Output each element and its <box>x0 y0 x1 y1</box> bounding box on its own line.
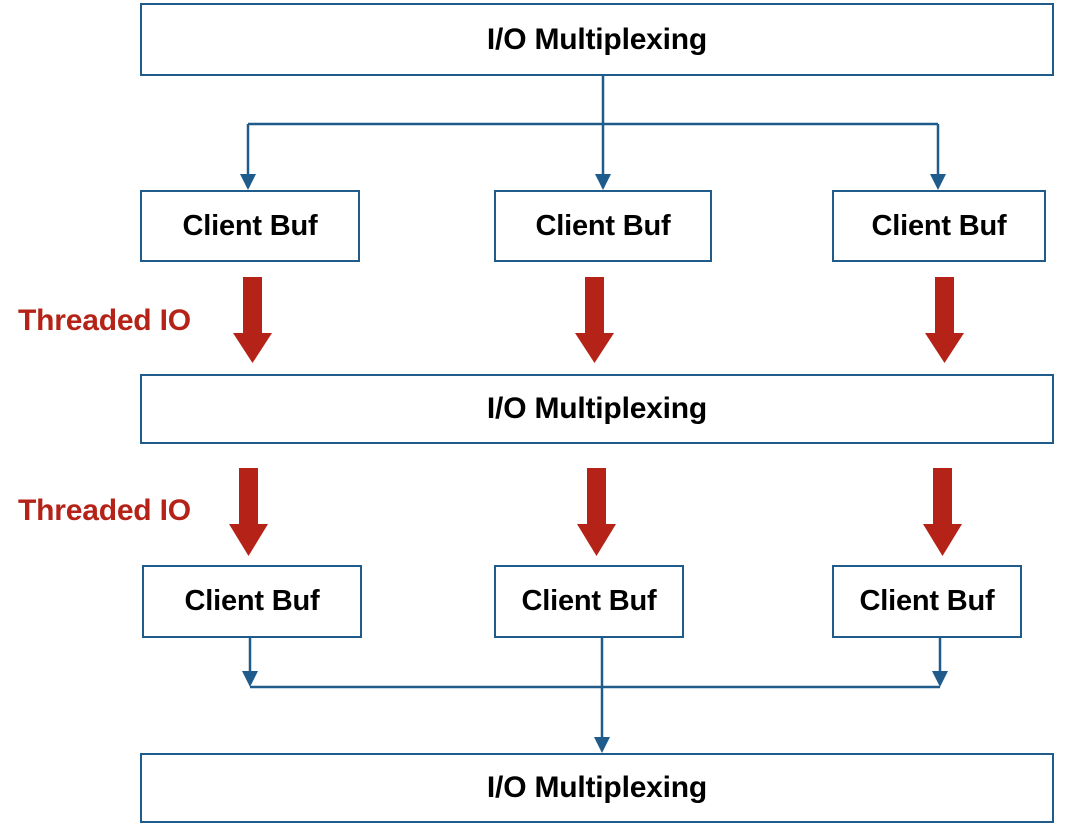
red-arrow-1-left-icon <box>233 277 272 363</box>
node-label: I/O Multiplexing <box>486 22 708 56</box>
node-client-buf-row1-right[interactable]: Client Buf <box>832 190 1046 262</box>
node-label: Client Buf <box>182 209 318 242</box>
label-threaded-io-2: Threaded IO <box>18 494 191 528</box>
node-client-buf-row2-right[interactable]: Client Buf <box>832 565 1022 638</box>
red-arrow-2-middle-icon <box>577 468 616 556</box>
red-arrow-2-left-icon <box>229 468 268 556</box>
fanin-arrowhead-bottom <box>594 737 610 753</box>
red-arrow-1-right-icon <box>925 277 964 363</box>
node-label: Client Buf <box>535 209 671 242</box>
red-arrow-1-middle-icon <box>575 277 614 363</box>
fanout-arrowheads <box>240 174 946 190</box>
label-threaded-io-1: Threaded IO <box>18 304 191 338</box>
fanin-connectors <box>248 638 942 745</box>
red-arrow-2-right-icon <box>923 468 962 556</box>
fanout-connectors <box>246 76 940 188</box>
threaded-io-arrows-row1 <box>233 277 964 363</box>
node-label: Client Buf <box>859 585 995 617</box>
node-label: Client Buf <box>521 585 657 617</box>
node-label: I/O Multiplexing <box>486 771 708 804</box>
threaded-io-arrows-row2 <box>229 468 962 556</box>
fanin-arrowheads <box>242 671 948 753</box>
node-mux-top[interactable]: I/O Multiplexing <box>140 3 1054 76</box>
fanin-arrowhead-right <box>932 671 948 687</box>
node-client-buf-row1-middle[interactable]: Client Buf <box>494 190 712 262</box>
fanout-arrowhead-left <box>240 174 256 190</box>
label-text: Threaded IO <box>18 494 191 527</box>
node-mux-bottom[interactable]: I/O Multiplexing <box>140 753 1054 823</box>
fanin-arrowhead-left <box>242 671 258 687</box>
node-label: Client Buf <box>871 209 1007 242</box>
node-client-buf-row2-middle[interactable]: Client Buf <box>494 565 684 638</box>
fanout-arrowhead-right <box>930 174 946 190</box>
node-label: I/O Multiplexing <box>486 392 708 425</box>
label-text: Threaded IO <box>18 304 191 337</box>
node-mux-middle[interactable]: I/O Multiplexing <box>140 374 1054 444</box>
fanout-arrowhead-middle <box>595 174 611 190</box>
node-client-buf-row2-left[interactable]: Client Buf <box>142 565 362 638</box>
node-client-buf-row1-left[interactable]: Client Buf <box>140 190 360 262</box>
node-label: Client Buf <box>184 585 320 617</box>
